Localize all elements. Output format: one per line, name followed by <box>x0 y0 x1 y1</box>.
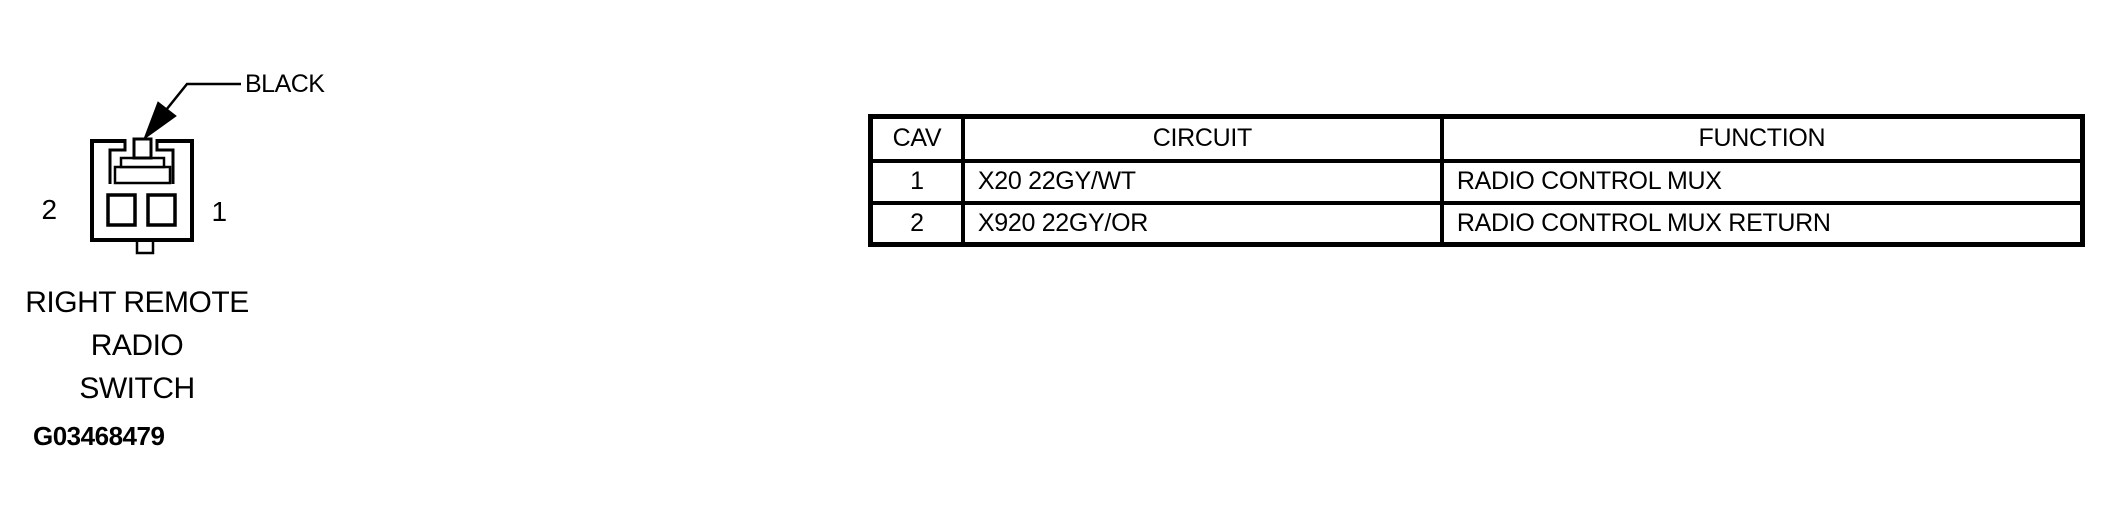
cell-function: RADIO CONTROL MUX RETURN <box>1439 200 2085 247</box>
cell-cav: 2 <box>868 200 965 247</box>
cell-function: RADIO CONTROL MUX <box>1439 158 2085 205</box>
pinout-table: CAV CIRCUIT FUNCTION 1 X20 22GY/WT RADIO… <box>868 114 2085 247</box>
latch-recess-left <box>108 139 127 184</box>
col-header-circuit: CIRCUIT <box>960 114 1444 163</box>
col-header-function: FUNCTION <box>1439 114 2085 163</box>
bottom-tab <box>135 238 155 255</box>
table-header-row: CAV CIRCUIT FUNCTION <box>868 114 2085 163</box>
connector-color-label: BLACK <box>245 70 325 98</box>
pin-cavity-1 <box>146 193 177 227</box>
col-header-cav: CAV <box>868 114 965 163</box>
pin-number-2: 2 <box>41 194 57 225</box>
cell-circuit: X20 22GY/WT <box>960 158 1444 205</box>
figure-caption: RIGHT REMOTE RADIO SWITCH <box>25 286 249 405</box>
cell-circuit: X920 22GY/OR <box>960 200 1444 247</box>
pin-cavity-2 <box>106 193 137 227</box>
leader-arrowhead-icon <box>142 101 177 141</box>
cell-cav: 1 <box>868 158 965 205</box>
latch-base <box>113 165 172 185</box>
latch-button <box>132 137 153 160</box>
table-row: 1 X20 22GY/WT RADIO CONTROL MUX <box>868 158 2085 205</box>
connector-figure: BLACK 2 1 RIGHT REMOTE RADIO SWITCH G034… <box>0 0 360 523</box>
latch-recess-right <box>155 139 175 184</box>
connector-diagram <box>90 82 241 255</box>
figure-id: G03468479 <box>33 421 165 451</box>
pin-number-1: 1 <box>211 196 227 227</box>
table-row: 2 X920 22GY/OR RADIO CONTROL MUX RETURN <box>868 200 2085 247</box>
